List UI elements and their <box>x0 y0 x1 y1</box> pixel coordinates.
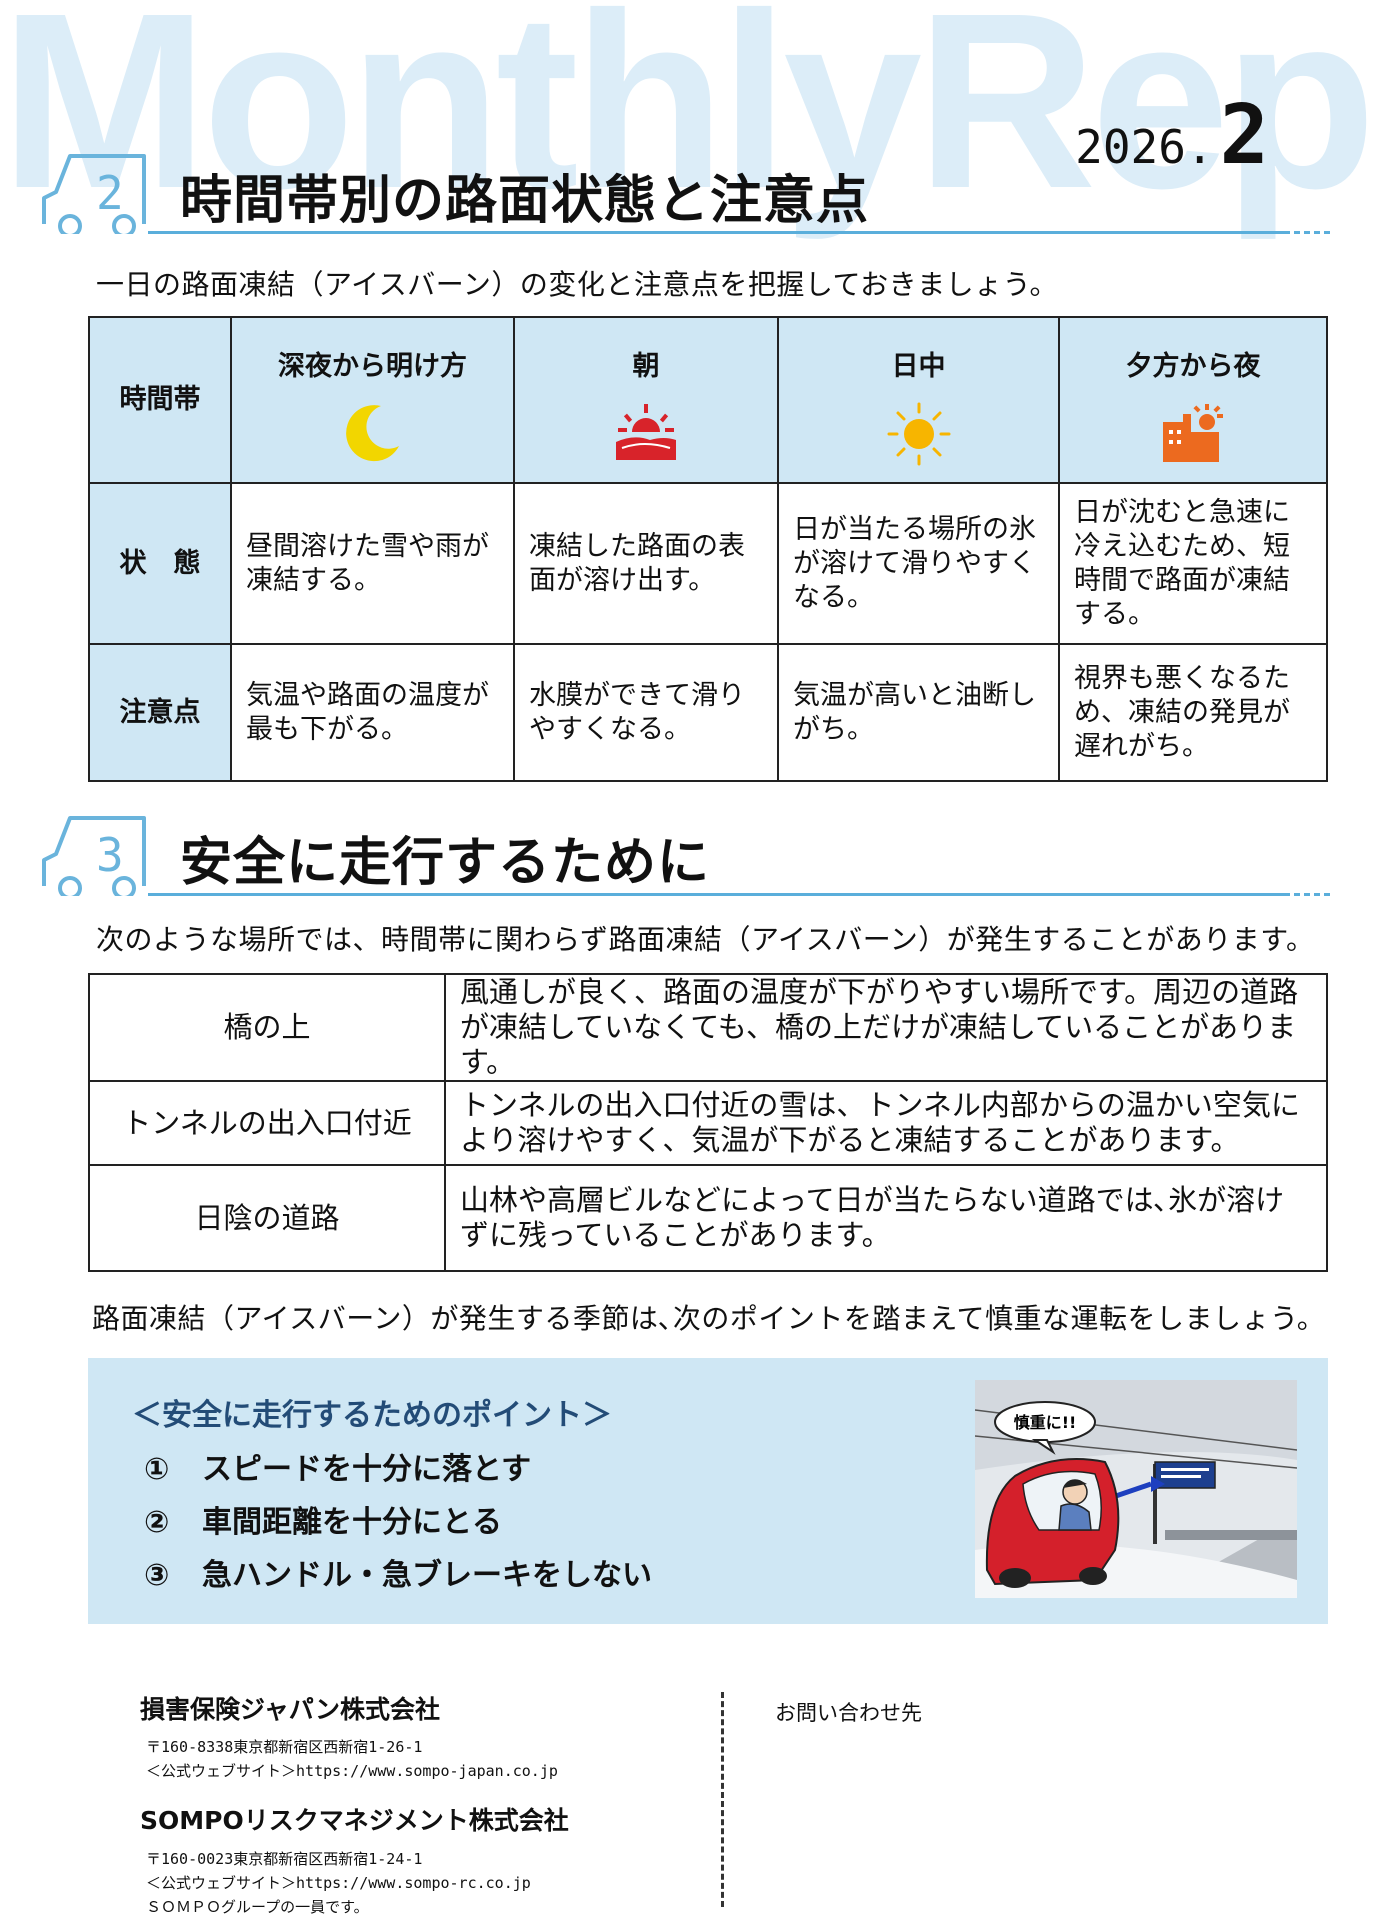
time-of-day-table: 時間帯 深夜から明け方 朝 日中 <box>88 316 1328 782</box>
company-address: 〒160-8338東京都新宿区西新宿1-26-1 <box>146 1738 423 1756</box>
heading-underline-dash <box>1294 893 1330 896</box>
sunrise-icon <box>616 404 676 460</box>
group-note: ＳＯＭＰＯグループの一員です。 <box>146 1898 369 1916</box>
point-text: 車間距離を十分にとる <box>202 1505 502 1540</box>
place-description: 山林や高層ビルなどによって日が当たらない道路では､氷が溶けずに残っていることがあ… <box>444 1164 1328 1272</box>
point-item: ② 車間距離を十分にとる <box>144 1497 502 1541</box>
table-cell: 凍結した路面の表面が溶け出す。 <box>513 482 779 645</box>
point-number: ③ <box>144 1558 170 1593</box>
place-description: 風通しが良く、路面の温度が下がりやすい場所です。周辺の道路が凍結していなくても、… <box>444 973 1328 1082</box>
column-label: 夕方から夜 <box>1125 351 1261 382</box>
column-label: 深夜から明け方 <box>278 351 467 382</box>
icy-places-table: 橋の上 風通しが良く、路面の温度が下がりやすい場所です。周辺の道路が凍結していな… <box>88 973 1328 1272</box>
point-number: ② <box>144 1505 170 1540</box>
column-header-morning: 朝 <box>513 316 779 484</box>
point-text: スピードを十分に落とす <box>202 1452 532 1487</box>
safety-points-panel: ＜安全に走行するためのポイント＞ ① スピードを十分に落とす ② 車間距離を十分にと… <box>88 1358 1328 1624</box>
footer-divider <box>721 1692 724 1907</box>
sun-icon <box>887 402 950 466</box>
point-text: 急ハンドル・急ブレーキをしない <box>202 1558 652 1593</box>
car-outline-icon <box>42 154 146 234</box>
table-cell: 日が沈むと急速に冷え込むため、短時間で路面が凍結する。 <box>1058 482 1328 645</box>
issue-date: 2026.2 <box>1075 88 1269 183</box>
company-name-sompo-japan: 損害保険ジャパン株式会社 <box>140 1695 441 1724</box>
section-3-intro: 次のような場所では、時間帯に関わらず路面凍結（アイスバーン）が発生することがあり… <box>96 923 1315 956</box>
company-name-sompo-risk: SOMPOリスクマネジメント株式会社 <box>140 1806 569 1835</box>
place-name: 日陰の道路 <box>88 1164 446 1272</box>
column-label: 日中 <box>891 351 946 382</box>
point-item: ① スピードを十分に落とす <box>144 1444 531 1488</box>
row-header-caution: 注意点 <box>88 643 232 782</box>
row-header-condition: 状 態 <box>88 482 232 645</box>
section-3-heading: 3 安全に走行するために <box>40 812 1330 902</box>
company-address: 〒160-0023東京都新宿区西新宿1-24-1 <box>146 1850 423 1868</box>
place-name: トンネルの出入口付近 <box>88 1080 446 1166</box>
column-label: 朝 <box>632 351 660 382</box>
table-cell: 昼間溶けた雪や雨が凍結する。 <box>230 482 515 645</box>
place-name: 橋の上 <box>88 973 446 1082</box>
sunset-building-icon <box>1163 404 1223 462</box>
section-2-intro: 一日の路面凍結（アイスバーン）の変化と注意点を把握しておきましょう。 <box>96 268 1059 301</box>
column-header-daytime: 日中 <box>777 316 1060 484</box>
illustration-speech-bubble: 慎重に!! <box>1014 1413 1077 1432</box>
section-2-heading: 2 時間帯別の路面状態と注意点 <box>40 150 1330 240</box>
company-website[interactable]: ＜公式ウェブサイト＞https://www.sompo-japan.co.jp <box>146 1762 558 1780</box>
table-cell: 気温が高いと油断しがち。 <box>777 643 1060 782</box>
section-number: 3 <box>96 828 124 882</box>
monthly-report-watermark: MonthlyReport <box>0 0 1377 240</box>
heading-underline-dash <box>1294 231 1330 234</box>
place-description: トンネルの出入口付近の雪は、トンネル内部からの温かい空気により溶けやすく、気温が… <box>444 1080 1328 1166</box>
column-header-evening: 夕方から夜 <box>1058 316 1328 484</box>
section-3-outro: 路面凍結（アイスバーン）が発生する季節は､次のポイントを踏まえて慎重な運転をしま… <box>92 1302 1326 1335</box>
point-item: ③ 急ハンドル・急ブレーキをしない <box>144 1550 652 1594</box>
table-cell: 日が当たる場所の氷が溶けて滑りやすくなる。 <box>777 482 1060 645</box>
contact-label: お問い合わせ先 <box>775 1701 922 1725</box>
table-cell: 視界も悪くなるため、凍結の発見が遅れがち。 <box>1058 643 1328 782</box>
panel-heading: ＜安全に走行するためのポイント＞ <box>132 1398 612 1433</box>
issue-year: 2026. <box>1075 120 1214 174</box>
table-cell: 水膜ができて滑りやすくなる。 <box>513 643 779 782</box>
table-cell: 気温や路面の温度が最も下がる。 <box>230 643 515 782</box>
careful-driver-illustration: 慎重に!! <box>975 1380 1297 1598</box>
section-title: 安全に走行するために <box>180 833 711 893</box>
company-website[interactable]: ＜公式ウェブサイト＞https://www.sompo-rc.co.jp <box>146 1874 531 1892</box>
section-number: 2 <box>96 166 124 220</box>
table-corner-header: 時間帯 <box>88 316 232 484</box>
heading-underline <box>148 893 1290 896</box>
issue-month: 2 <box>1219 88 1269 183</box>
section-title: 時間帯別の路面状態と注意点 <box>180 171 870 231</box>
heading-underline <box>148 231 1290 234</box>
crescent-moon-icon <box>345 405 399 462</box>
car-outline-icon <box>42 816 146 896</box>
point-number: ① <box>144 1452 170 1487</box>
column-header-late-night: 深夜から明け方 <box>230 316 515 484</box>
